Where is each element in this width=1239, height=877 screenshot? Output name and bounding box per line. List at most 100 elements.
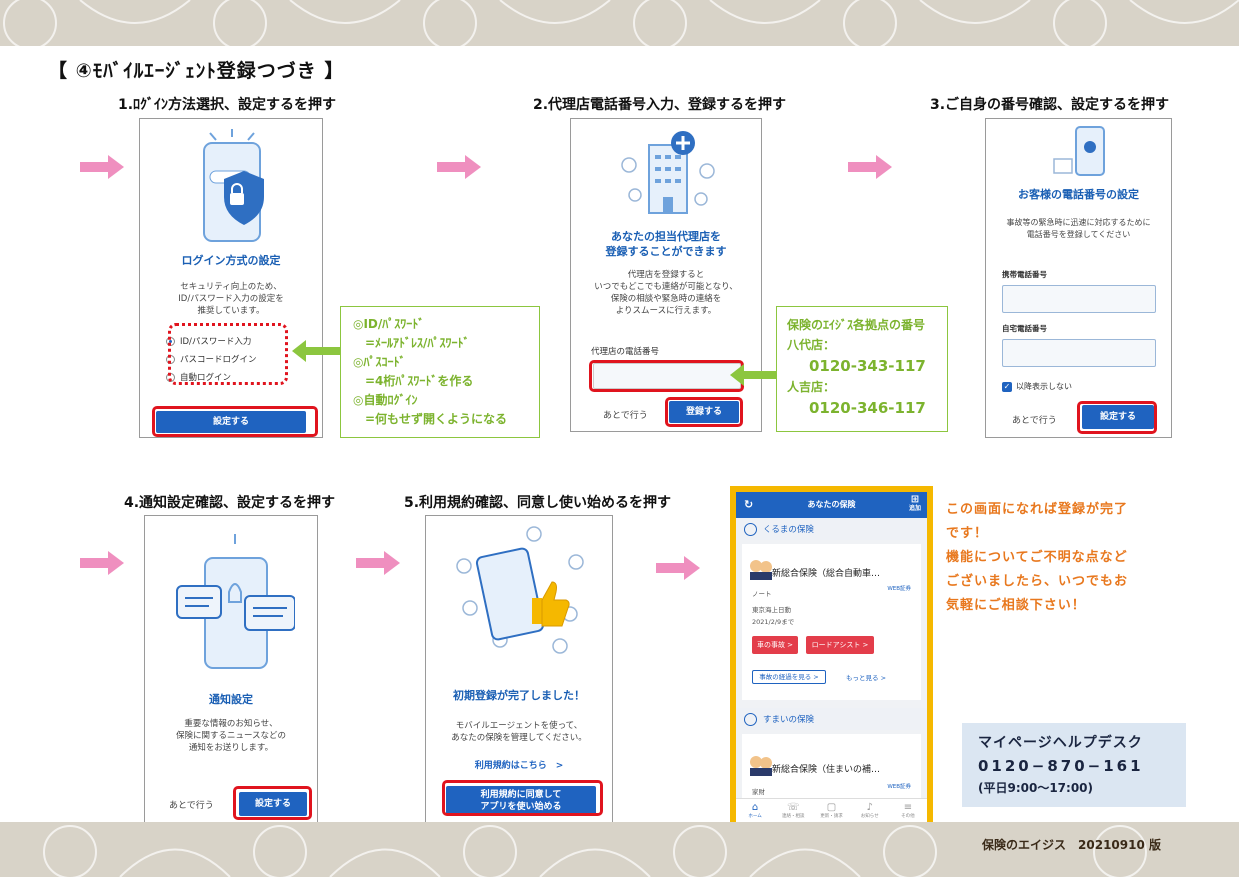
arrow-left-icon <box>292 340 340 362</box>
helpdesk-phone: 0120−870−161 <box>978 757 1144 775</box>
settings-button[interactable]: 設定する <box>1082 405 1154 429</box>
agency-phone-note: 保険のｴｲｼﾞｽ各拠点の番号 八代店： 0120-343-117 人吉店： 01… <box>776 306 948 432</box>
option-label: ID/パスワード入力 <box>180 337 252 347</box>
nav-label: その他 <box>901 814 915 819</box>
message-line: です！ <box>946 526 989 541</box>
arrow-right-icon <box>437 155 481 179</box>
bell-icon: ♪ <box>866 802 873 813</box>
car-icon <box>744 522 757 536</box>
web-certificate-badge[interactable]: WEB証券 <box>887 586 911 592</box>
step-2-label: 2.代理店電話番号入力、登録するを押す <box>533 97 787 113</box>
home-policy-card[interactable]: 新総合保険（住まいの補… 家財 WEB証券 <box>742 734 921 798</box>
screen-title: お客様の電話番号の設定 <box>1018 188 1139 201</box>
step-1-label: 1.ﾛｸﾞｲﾝ方法選択、設定するを押す <box>118 97 337 113</box>
menu-icon: ≡ <box>903 802 913 813</box>
note-line: ◎ﾊﾟｽｺｰﾄﾞ <box>353 355 406 369</box>
home-icon: ⌂ <box>751 802 759 813</box>
settings-button[interactable]: 設定する <box>239 792 307 816</box>
footer-credit: 保険のエイジス 20210910 版 <box>982 838 1161 852</box>
decorative-band-top <box>0 0 1239 46</box>
arrow-right-icon <box>80 551 124 575</box>
screen-title: あなたの担当代理店を 登録することができます <box>571 229 761 259</box>
later-link[interactable]: あとで行う <box>603 411 648 421</box>
checkbox-label: 以降表示しない <box>1016 382 1072 391</box>
message-line: この画面になれば登録が完了 <box>946 502 1129 517</box>
road-assist-button[interactable]: ロードアシスト > <box>806 636 874 654</box>
mascot-icon <box>750 756 772 776</box>
mobile-input[interactable] <box>1002 285 1156 313</box>
nav-label: 連絡・相談 <box>782 814 805 819</box>
helpdesk-hours: (平日9:00〜17:00) <box>978 781 1094 795</box>
screen-title: 通知設定 <box>209 693 253 706</box>
nav-label: ホーム <box>748 814 762 819</box>
later-link[interactable]: あとで行う <box>169 801 214 811</box>
office-hitoyoshi: 人吉店： <box>787 380 836 394</box>
arrow-right-icon <box>848 155 892 179</box>
mascot-icon <box>750 560 772 580</box>
agree-and-start-button[interactable]: 利用規約に同意して アプリを使い始める <box>446 786 596 816</box>
arrow-right-icon <box>656 556 700 580</box>
home-policy-title: 新総合保険（住まいの補… <box>772 765 881 775</box>
highlight-agree-button <box>442 780 603 816</box>
highlight-options <box>168 323 288 385</box>
screen-title: ログイン方式の設定 <box>181 254 281 267</box>
app-home-screen: ↻ あなたの保険 ⊞追加 くるまの保険 新総合保険（総合自動車… ノート WEB… <box>730 486 933 828</box>
nav-home[interactable]: ⌂ホーム <box>736 799 774 822</box>
phone-yatsushiro: 0120-343-117 <box>809 357 926 375</box>
screen-description: 代理店を登録すると いつでもどこでも連絡が可能となり、 保険の相談や緊急時の連絡… <box>594 270 738 316</box>
screen-description: 重要な情報のお知らせ、 保険に関するニュースなどの 通知をお送りします。 <box>175 719 287 753</box>
home-policy-type: 家財 <box>752 788 765 796</box>
phone-hitoyoshi: 0120-346-117 <box>809 399 926 417</box>
nav-label: お知らせ <box>860 814 879 819</box>
note-line: ◎自動ﾛｸﾞｲﾝ <box>353 393 418 407</box>
nav-other[interactable]: ≡その他 <box>889 799 927 822</box>
refresh-icon[interactable]: ↻ <box>744 498 754 511</box>
hide-next-checkbox[interactable]: ✓ 以降表示しない <box>1002 381 1072 392</box>
car-policy-expiry: 2021/2/9まで <box>752 618 795 626</box>
nav-contact[interactable]: ☏連絡・相談 <box>774 799 812 822</box>
car-accident-button[interactable]: 車の事故 > <box>752 636 798 654</box>
app-header: ↻ あなたの保険 ⊞追加 <box>736 492 927 518</box>
section-car: くるまの保険 <box>736 518 927 540</box>
login-method-screen: ログイン方式の設定 セキュリティ向上のため、 ID/パスワード入力の設定を 推奨… <box>139 118 323 438</box>
note-heading: 保険のｴｲｼﾞｽ各拠点の番号 <box>787 318 926 332</box>
terms-link[interactable]: 利用規約はこちら > <box>474 761 564 771</box>
register-button[interactable]: 登録する <box>669 401 739 423</box>
see-more-link[interactable]: もっと見る > <box>846 674 887 682</box>
step-5-label: 5.利用規約確認、同意し使い始めるを押す <box>404 495 672 511</box>
checkbox-checked-icon: ✓ <box>1002 381 1012 392</box>
web-certificate-badge[interactable]: WEB証券 <box>887 784 911 790</box>
home-input[interactable] <box>1002 339 1156 367</box>
note-line: =4桁ﾊﾟｽﾜｰﾄﾞを作る <box>353 374 474 388</box>
arrow-left-icon <box>730 364 778 386</box>
office-yatsushiro: 八代店： <box>787 338 836 352</box>
message-line: 気軽にご相談下さい！ <box>946 598 1086 613</box>
nav-notices[interactable]: ♪お知らせ <box>851 799 889 822</box>
home-label: 自宅電話番号 <box>1002 324 1047 333</box>
chat-icon: ☏ <box>787 802 800 813</box>
step-3-label: 3.ご自身の番号確認、設定するを押す <box>930 97 1170 113</box>
building-icon <box>621 131 715 214</box>
arrow-right-icon <box>80 155 124 179</box>
add-button[interactable]: ⊞追加 <box>909 495 921 513</box>
note-line: ◎ID/ﾊﾟｽﾜｰﾄﾞ <box>353 317 425 331</box>
settings-button[interactable]: 設定する <box>156 411 306 433</box>
notification-bell-icon <box>176 534 295 669</box>
message-line: 機能についてご不明な点など <box>946 550 1128 565</box>
car-policy-card[interactable]: 新総合保険（総合自動車… ノート WEB証券 東京海上日動 2021/2/9まで… <box>742 544 921 700</box>
mobile-label: 携帯電話番号 <box>1002 270 1047 279</box>
notification-screen: 通知設定 重要な情報のお知らせ、 保険に関するニュースなどの 通知をお送りします… <box>144 515 318 827</box>
car-policy-vehicle: ノート <box>752 590 772 598</box>
highlight-register-button <box>665 397 743 427</box>
option-label: 自動ログイン <box>180 373 232 383</box>
helpdesk-box: マイページヘルプデスク 0120−870−161 (平日9:00〜17:00) <box>962 723 1186 807</box>
screen-description: セキュリティ向上のため、 ID/パスワード入力の設定を 推奨しています。 <box>178 282 284 316</box>
later-link[interactable]: あとで行う <box>1012 416 1057 426</box>
step-4-label: 4.通知設定確認、設定するを押す <box>124 495 336 511</box>
agency-phone-input[interactable] <box>593 363 741 389</box>
accident-progress-button[interactable]: 事故の経過を見る > <box>752 670 826 684</box>
highlight-settings-button <box>1077 401 1157 434</box>
thumbs-up-phone-icon <box>456 526 584 654</box>
message-line: ございましたら、いつでもお <box>946 574 1129 589</box>
nav-renewal[interactable]: ▢更新・請求 <box>812 799 850 822</box>
